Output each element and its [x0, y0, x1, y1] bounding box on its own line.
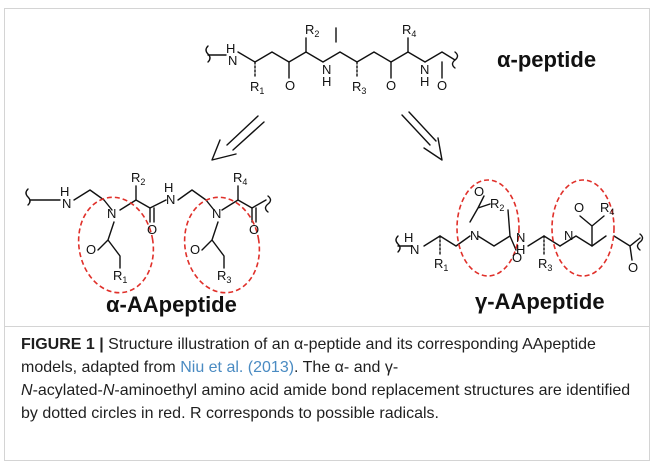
svg-text:N: N	[107, 206, 116, 221]
svg-text:R2: R2	[305, 22, 319, 39]
svg-text:R1: R1	[250, 79, 264, 96]
svg-text:N: N	[470, 228, 479, 243]
svg-text:O: O	[474, 184, 484, 199]
caption-text-4: -aminoethyl amino acid amide bond replac…	[21, 382, 631, 422]
svg-text:N: N	[420, 62, 429, 77]
svg-text:N: N	[166, 192, 175, 207]
svg-text:N: N	[410, 242, 419, 257]
svg-text:N: N	[322, 62, 331, 77]
svg-text:R3: R3	[538, 256, 552, 273]
svg-text:H: H	[226, 41, 235, 56]
caption-label: FIGURE 1 |	[21, 336, 104, 353]
highlight-ellipse-alpha-1	[77, 196, 155, 294]
svg-text:R4: R4	[600, 200, 614, 217]
svg-text:H: H	[164, 180, 173, 195]
svg-text:O: O	[386, 78, 396, 93]
svg-text:R3: R3	[217, 268, 231, 285]
svg-text:N: N	[516, 230, 525, 245]
svg-text:H: H	[404, 230, 413, 245]
svg-text:O: O	[249, 222, 259, 237]
svg-text:O: O	[628, 260, 638, 275]
svg-text:O: O	[190, 242, 200, 257]
label-alpha-aapeptide: α-AApeptide	[106, 292, 237, 317]
svg-text:H: H	[322, 74, 331, 89]
svg-text:N: N	[564, 228, 573, 243]
caption-divider	[5, 326, 649, 327]
alpha-peptide-structure	[205, 27, 459, 79]
caption-text-1: Structure illustration of an α-peptide a…	[21, 336, 596, 376]
caption-italic-n-1: N	[21, 382, 33, 399]
svg-text:R2: R2	[490, 196, 504, 213]
svg-text:O: O	[574, 200, 584, 215]
caption-italic-n-2: N	[102, 382, 115, 399]
figure-frame	[4, 8, 650, 461]
svg-text:R1: R1	[113, 268, 127, 285]
svg-text:O: O	[285, 78, 295, 93]
gamma-aapeptide-structure	[395, 195, 644, 261]
svg-text:O: O	[86, 242, 96, 257]
svg-text:H: H	[420, 74, 429, 89]
arrow-right	[401, 111, 443, 161]
caption-text-3: -acylated-	[32, 382, 103, 399]
highlight-ellipse-gamma-1	[456, 179, 520, 277]
highlight-ellipse-gamma-2	[551, 179, 615, 277]
svg-text:R4: R4	[233, 170, 247, 187]
svg-text:N: N	[212, 206, 221, 221]
svg-text:H: H	[516, 242, 525, 257]
svg-text:R2: R2	[131, 170, 145, 187]
svg-text:R4: R4	[402, 22, 416, 39]
svg-text:O: O	[437, 78, 447, 93]
figure-caption: FIGURE 1 | Structure illustration of an …	[21, 333, 641, 425]
svg-text:R1: R1	[434, 256, 448, 273]
svg-text:H: H	[60, 184, 69, 199]
arrow-left	[211, 115, 265, 161]
label-alpha-peptide: α-peptide	[497, 47, 596, 72]
svg-text:R3: R3	[352, 79, 366, 96]
caption-text-2: . The α- and γ-	[294, 359, 399, 376]
svg-text:O: O	[147, 222, 157, 237]
label-gamma-aapeptide: γ-AApeptide	[475, 289, 605, 314]
svg-text:O: O	[512, 250, 522, 265]
citation-link[interactable]: Niu et al. (2013)	[180, 359, 295, 376]
alpha-aapeptide-structure	[25, 185, 272, 269]
svg-text:N: N	[62, 196, 71, 211]
highlight-ellipse-alpha-2	[183, 196, 261, 294]
svg-text:N: N	[228, 53, 237, 68]
